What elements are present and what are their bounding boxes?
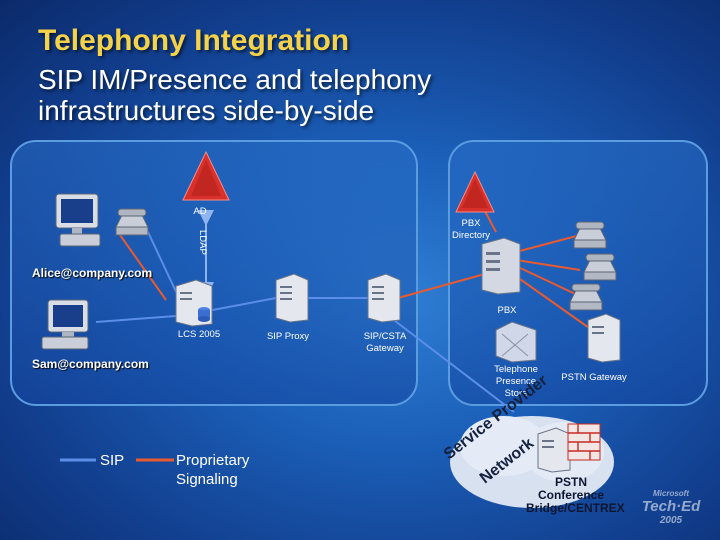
telephone-presence-store-icon [495, 321, 537, 363]
sip-line-gateway-store [385, 313, 515, 413]
prop-line-alice-phone [119, 234, 167, 301]
alice-address: Alice@company.com [32, 266, 153, 280]
prop-line-gateway-pbx [397, 271, 493, 299]
ldap-label: LDAP [197, 230, 208, 255]
lcs-label: LCS 2005 [177, 329, 221, 340]
sip-csta-gateway-icon [367, 273, 401, 323]
pbx-directory-label: PBX Directory [451, 218, 490, 241]
legend-sip: SIP [100, 452, 125, 469]
legend-proprietary: Proprietary Signaling [176, 452, 250, 488]
phone-icon-3 [569, 283, 603, 311]
pstn-brick-wall-icon [567, 423, 601, 461]
sam-address: Sam@company.com [32, 357, 149, 371]
pbx-label: PBX [497, 305, 517, 316]
sip-line-sam [95, 315, 177, 323]
phone-icon-2 [583, 253, 617, 281]
sip-line-lcs-proxy [201, 297, 277, 313]
logo-company: Microsoft [653, 489, 689, 498]
logo-event: Tech·Ed [641, 498, 701, 515]
ad-label: AD [193, 206, 207, 217]
alice-computer-icon [55, 193, 101, 247]
prop-line-pbx-pstn-gw [509, 271, 593, 331]
legend-lines [60, 458, 174, 462]
prop-line-pbx-phone1 [515, 233, 585, 253]
sam-computer-icon [41, 299, 89, 350]
sip-csta-label: SIP/CSTA Gateway [363, 331, 407, 354]
teched-logo: Microsoft Tech·Ed 2005 [632, 489, 710, 526]
lcs-server-icon [175, 279, 213, 327]
pbx-icon [481, 237, 521, 295]
pstn-conference-server-icon [537, 427, 571, 473]
pstn-gateway-icon [587, 313, 621, 363]
telephone-presence-store-label: Telephone Presence Store [494, 364, 538, 399]
pstn-gateway-label: PSTN Gateway [561, 372, 627, 383]
pbx-directory-icon [455, 170, 495, 213]
alice-phone-icon [115, 208, 149, 236]
pstn-conference-label: PSTN Conference Bridge/CENTREX [526, 475, 625, 515]
sip-line-alice [147, 231, 179, 297]
ad-server-icon [182, 150, 230, 201]
sip-proxy-server-icon [275, 273, 309, 323]
logo-year: 2005 [659, 515, 683, 526]
prop-line-pbx-phone2 [515, 259, 581, 271]
slide-subtitle: SIP IM/Presence and telephony infrastruc… [38, 64, 432, 126]
slide-title: Telephony Integration [38, 24, 350, 57]
sip-proxy-label: SIP Proxy [266, 331, 310, 342]
phone-icon-1 [573, 221, 607, 249]
